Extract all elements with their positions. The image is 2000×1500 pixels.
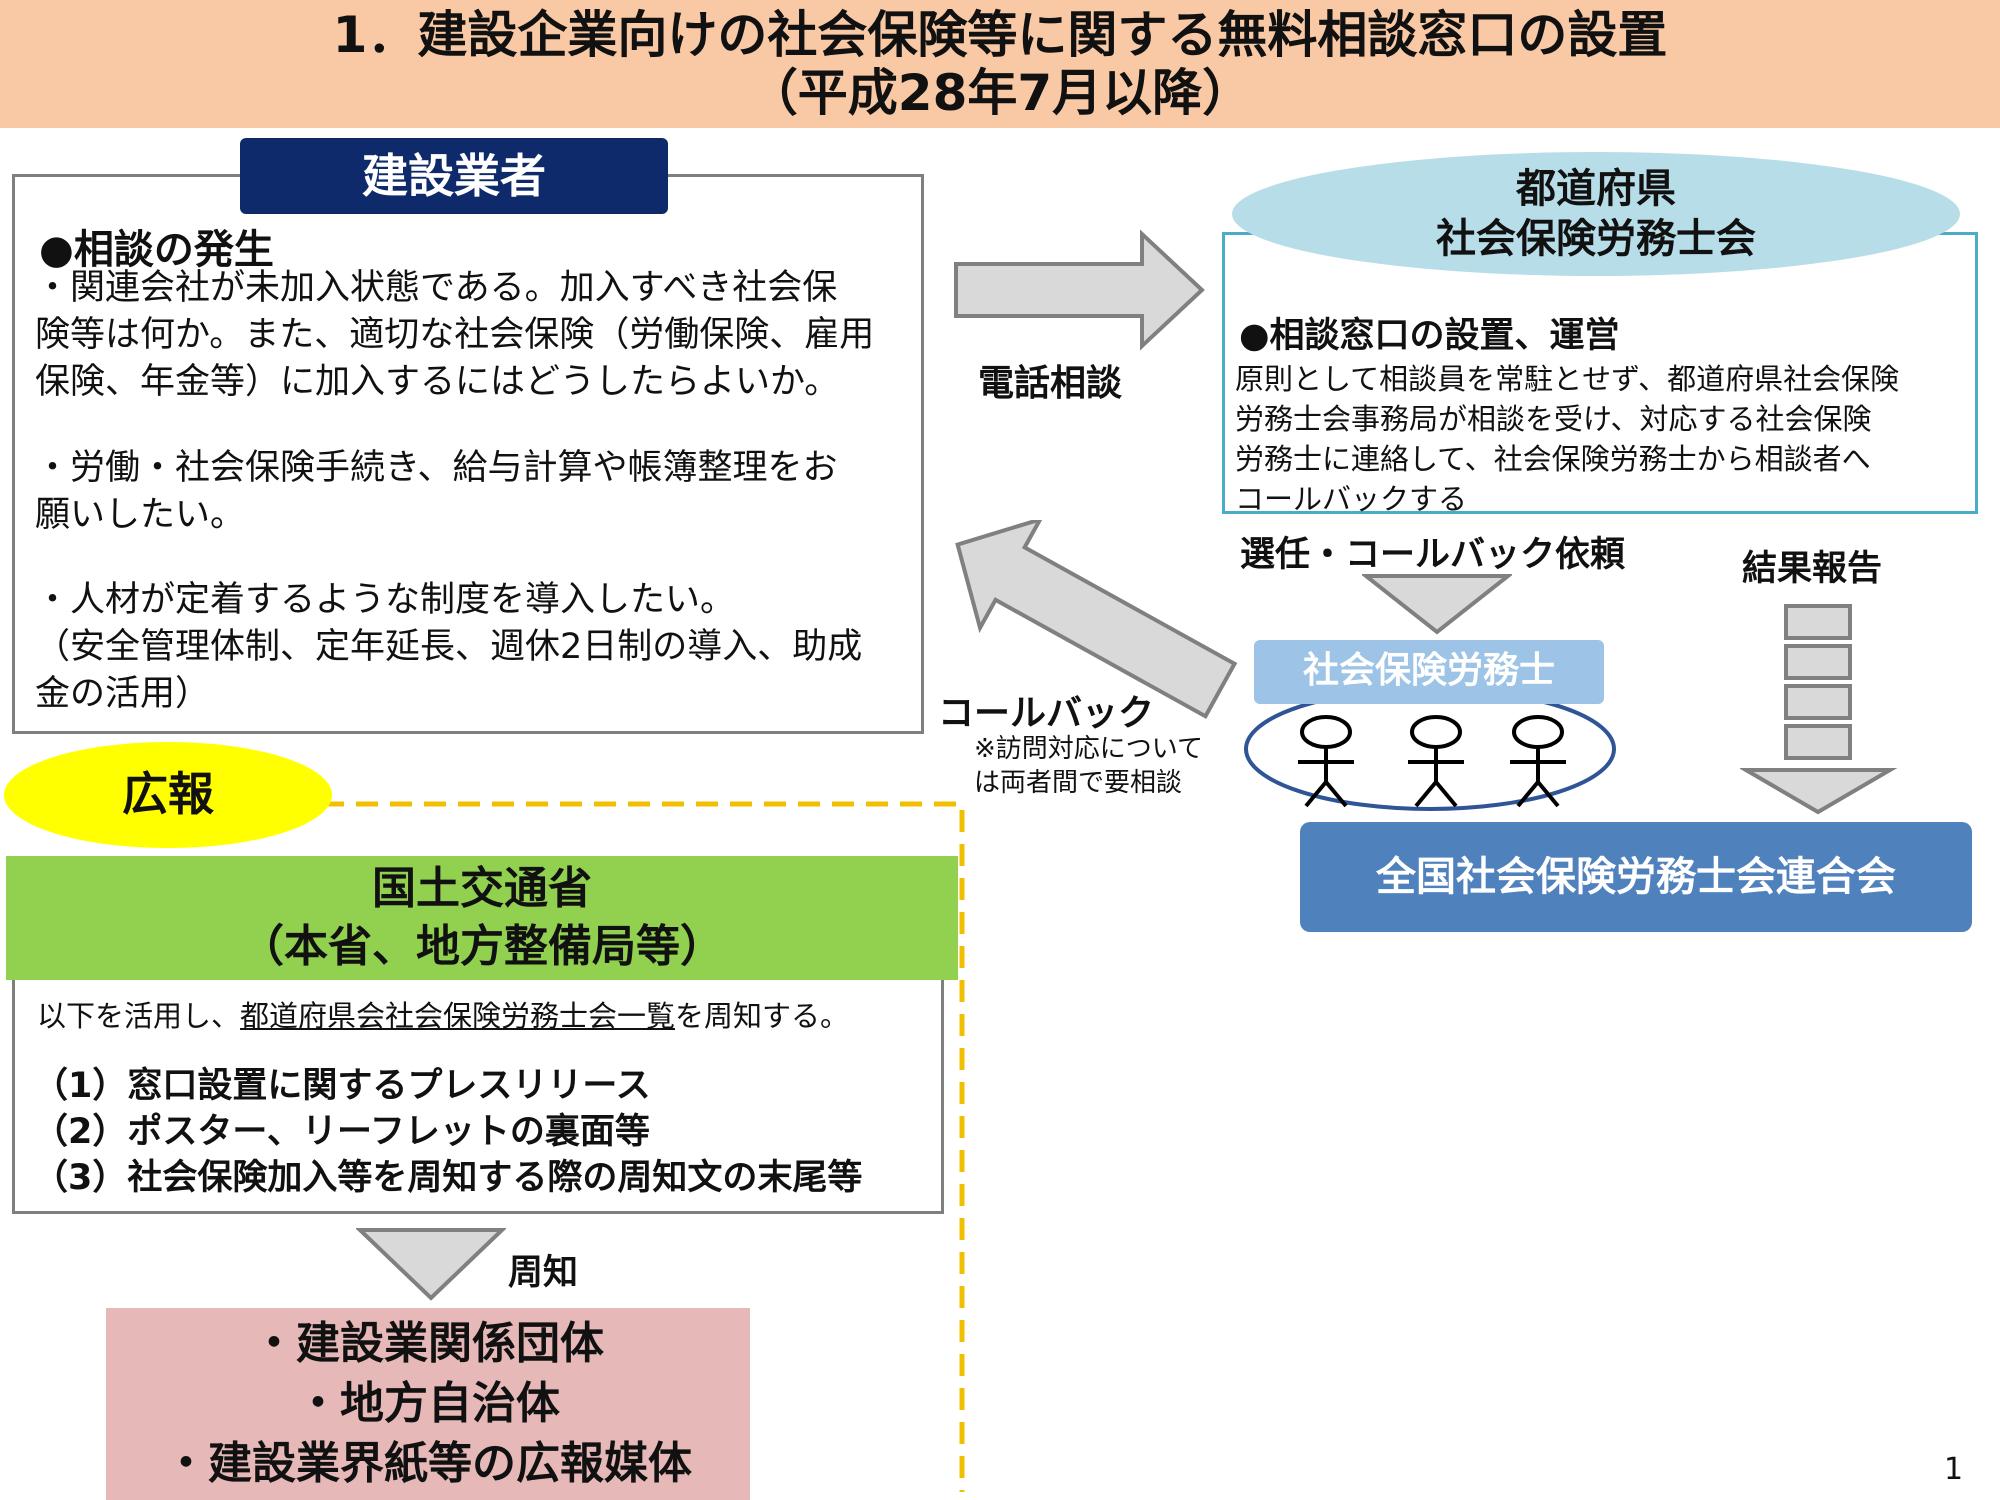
contractor-p2-line: 願いしたい。 [35, 495, 246, 535]
person-icon [1408, 715, 1464, 808]
prefecture-line: コールバックする [1235, 482, 1468, 516]
contractor-paragraph-1: ・関連会社が未加入状態である。加入すべき社会保 険等は何か。また、適切な社会保険… [35, 265, 874, 406]
target-line: ・地方自治体 [296, 1378, 560, 1429]
contractor-p3-line: （安全管理体制、定年延長、週休2日制の導入、助成 [35, 627, 863, 667]
prefecture-line: 労務士会事務局が相談を受け、対応する社会保険 [1235, 402, 1872, 436]
sharoushi-list-link[interactable]: 都道府県会社会保険労務士会一覧 [240, 999, 676, 1033]
prefecture-description: 原則として相談員を常駐とせず、都道府県社会保険 労務士会事務局が相談を受け、対応… [1235, 359, 1899, 519]
contractor-p2-line: ・労働・社会保険手続き、給与計算や帳簿整理をお [35, 448, 838, 488]
contractor-paragraph-3: ・人材が定着するような制度を導入したい。 （安全管理体制、定年延長、週休2日制の… [35, 577, 862, 718]
result-report-label: 結果報告 [1742, 549, 1883, 589]
visit-note: ※訪問対応について は両者間で要相談 [974, 732, 1203, 800]
page-subtitle: （平成28年7月以降） [747, 64, 1253, 122]
visit-note-line: は両者間で要相談 [974, 768, 1183, 798]
ministry-item: （3）社会保険加入等を周知する際の周知文の末尾等 [33, 1158, 863, 1198]
contractor-p1-line: 険等は何か。また、適切な社会保険（労働保険、雇用 [35, 315, 875, 355]
ministry-intro-prefix: 以下を活用し、 [37, 999, 241, 1033]
callback-label: コールバック [938, 693, 1155, 734]
report-arrow [1740, 604, 1898, 815]
prefecture-line: 原則として相談員を常駐とせず、都道府県社会保険 [1235, 362, 1900, 396]
phone-consultation-label: 電話相談 [978, 363, 1123, 404]
sharoushi-label: 社会保険労務士 [1254, 640, 1604, 704]
person-icon [1298, 715, 1354, 808]
prefecture-label-line: 社会保険労務士会 [1436, 216, 1756, 262]
prefecture-heading: ●相談窓口の設置、運営 [1239, 316, 1620, 356]
contractor-p1-line: 保険、年金等）に加入するにはどうしたらよいか。 [35, 362, 840, 402]
ministry-label-line: 国土交通省 [372, 863, 592, 914]
contractor-label: 建設業者 [240, 138, 668, 214]
prefecture-box: ●相談窓口の設置、運営 原則として相談員を常駐とせず、都道府県社会保険 労務士会… [1222, 232, 1978, 516]
visit-note-line: ※訪問対応について [974, 734, 1204, 764]
notify-arrow [356, 1228, 506, 1301]
prefecture-line: 労務士に連絡して、社会保険労務士から相談者へ [1235, 442, 1871, 476]
page-number: 1 [1944, 1452, 1964, 1487]
target-line: ・建設業界紙等の広報媒体 [164, 1438, 692, 1489]
contractor-p3-line: 金の活用） [35, 674, 211, 714]
contractor-p3-line: ・人材が定着するような制度を導入したい。 [35, 580, 736, 620]
prefecture-label-line: 都道府県 [1516, 166, 1676, 212]
ministry-label: 国土交通省 （本省、地方整備局等） [6, 856, 958, 980]
title-band: 1．建設企業向けの社会保険等に関する無料相談窓口の設置 （平成28年7月以降） [0, 0, 2000, 128]
ministry-label-line: （本省、地方整備局等） [240, 921, 724, 972]
target-media-box: ・建設業関係団体 ・地方自治体 ・建設業界紙等の広報媒体 [106, 1308, 750, 1500]
contractor-heading: ●相談の発生 [39, 227, 274, 273]
appoint-callback-label: 選任・コールバック依頼 [1240, 535, 1626, 575]
phone-arrow [954, 229, 1205, 351]
page-title: 1．建設企業向けの社会保険等に関する無料相談窓口の設置 [332, 6, 1668, 64]
pr-label: 広報 [4, 742, 332, 848]
federation-box: 全国社会保険労務士会連合会 [1300, 822, 1972, 932]
contractor-paragraph-2: ・労働・社会保険手続き、給与計算や帳簿整理をお 願いしたい。 [35, 445, 838, 539]
ministry-item: （1）窓口設置に関するプレスリリース [33, 1066, 651, 1106]
ministry-intro-suffix: を周知する。 [675, 999, 850, 1033]
ministry-item: （2）ポスター、リーフレットの裏面等 [33, 1112, 650, 1152]
prefecture-label: 都道府県 社会保険労務士会 [1232, 152, 1960, 276]
notify-label: 周知 [508, 1253, 579, 1293]
pr-dashed-connector [322, 801, 965, 1492]
ministry-items: （1）窓口設置に関するプレスリリース （2）ポスター、リーフレットの裏面等 （3… [33, 1063, 862, 1201]
ministry-intro: 以下を活用し、都道府県会社会保険労務士会一覧を周知する。 [37, 993, 849, 1035]
contractor-p1-line: ・関連会社が未加入状態である。加入すべき社会保 [35, 268, 838, 308]
callback-arrow [955, 520, 1238, 719]
contractor-box: ●相談の発生 ・関連会社が未加入状態である。加入すべき社会保 険等は何か。また、… [12, 174, 924, 734]
ministry-box: 以下を活用し、都道府県会社会保険労務士会一覧を周知する。 （1）窓口設置に関する… [12, 972, 944, 1214]
appoint-arrow [1362, 574, 1512, 635]
person-icon [1510, 715, 1566, 808]
target-line: ・建設業関係団体 [252, 1318, 604, 1369]
